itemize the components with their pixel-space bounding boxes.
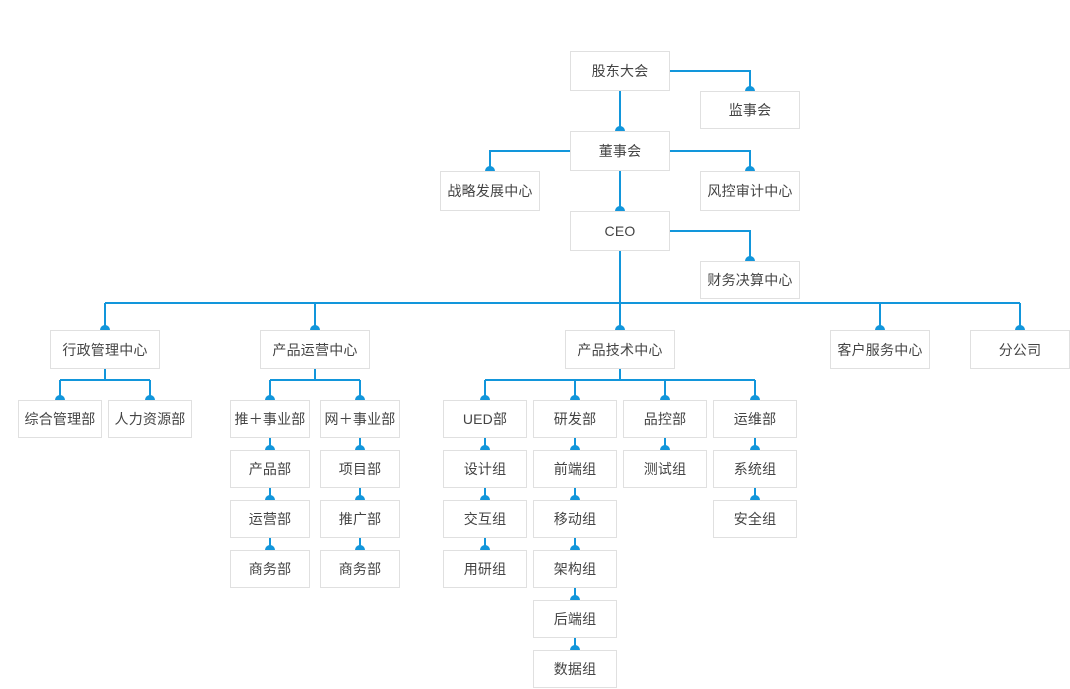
node-architecture-group[interactable]: 架构组 xyxy=(533,550,617,588)
node-design-group[interactable]: 设计组 xyxy=(443,450,527,488)
node-user-research-group[interactable]: 用研组 xyxy=(443,550,527,588)
node-operation-dept[interactable]: 运营部 xyxy=(230,500,310,538)
node-general-management-dept[interactable]: 综合管理部 xyxy=(18,400,102,438)
node-finance-settlement-center[interactable]: 财务决算中心 xyxy=(700,261,800,299)
node-product-dept[interactable]: 产品部 xyxy=(230,450,310,488)
node-strategy-development-center[interactable]: 战略发展中心 xyxy=(440,171,540,211)
node-customer-service-center[interactable]: 客户服务中心 xyxy=(830,330,930,369)
node-frontend-group[interactable]: 前端组 xyxy=(533,450,617,488)
node-shareholders-meeting[interactable]: 股东大会 xyxy=(570,51,670,91)
node-backend-group[interactable]: 后端组 xyxy=(533,600,617,638)
node-business-dept-right[interactable]: 商务部 xyxy=(320,550,400,588)
node-security-group[interactable]: 安全组 xyxy=(713,500,797,538)
node-test-group[interactable]: 测试组 xyxy=(623,450,707,488)
node-ops-dept[interactable]: 运维部 xyxy=(713,400,797,438)
node-qa-dept[interactable]: 品控部 xyxy=(623,400,707,438)
node-wang-plus-division[interactable]: 网＋事业部 xyxy=(320,400,400,438)
node-project-dept[interactable]: 项目部 xyxy=(320,450,400,488)
node-product-tech-center[interactable]: 产品技术中心 xyxy=(565,330,675,369)
node-ued-dept[interactable]: UED部 xyxy=(443,400,527,438)
node-risk-audit-center[interactable]: 风控审计中心 xyxy=(700,171,800,211)
node-ceo[interactable]: CEO xyxy=(570,211,670,251)
node-promotion-dept[interactable]: 推广部 xyxy=(320,500,400,538)
node-mobile-group[interactable]: 移动组 xyxy=(533,500,617,538)
node-tui-plus-division[interactable]: 推＋事业部 xyxy=(230,400,310,438)
node-board-of-directors[interactable]: 董事会 xyxy=(570,131,670,171)
node-system-group[interactable]: 系统组 xyxy=(713,450,797,488)
node-rd-dept[interactable]: 研发部 xyxy=(533,400,617,438)
node-admin-management-center[interactable]: 行政管理中心 xyxy=(50,330,160,369)
node-human-resources-dept[interactable]: 人力资源部 xyxy=(108,400,192,438)
node-business-dept-left[interactable]: 商务部 xyxy=(230,550,310,588)
node-branch-company[interactable]: 分公司 xyxy=(970,330,1070,369)
node-product-operation-center[interactable]: 产品运营中心 xyxy=(260,330,370,369)
node-board-of-supervisors[interactable]: 监事会 xyxy=(700,91,800,129)
node-interaction-group[interactable]: 交互组 xyxy=(443,500,527,538)
node-data-group[interactable]: 数据组 xyxy=(533,650,617,688)
